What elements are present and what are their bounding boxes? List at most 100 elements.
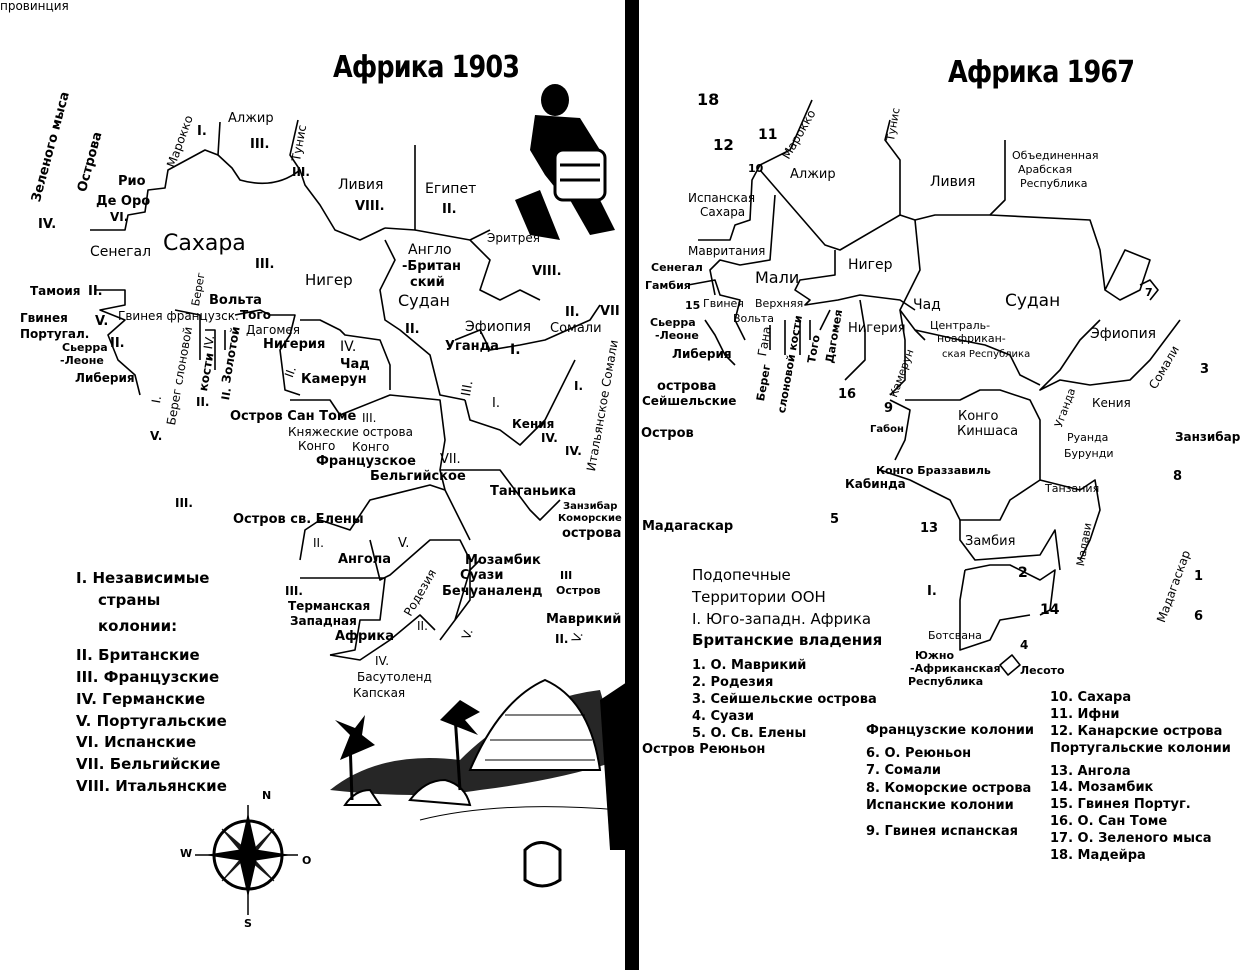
map-label: ноафрикан- bbox=[937, 332, 1006, 345]
map-label: I. bbox=[510, 342, 521, 358]
map-label: Капская bbox=[353, 686, 406, 700]
border-eth bbox=[454, 304, 601, 351]
map-label: Киншаса bbox=[957, 424, 1019, 439]
map-label: V. bbox=[95, 314, 109, 329]
map-label: Занзибар bbox=[563, 501, 618, 512]
map-label: Руанда bbox=[1067, 431, 1109, 444]
map-label: Испанская bbox=[688, 191, 756, 205]
map-label: 2 bbox=[1018, 565, 1028, 581]
map-label: 6 bbox=[1194, 609, 1204, 624]
map-label: Сенегал bbox=[90, 244, 152, 260]
un-title-2: Территории ООН bbox=[692, 587, 826, 606]
map-label: I. bbox=[197, 124, 207, 139]
map-label: IV. bbox=[565, 444, 582, 458]
border-sw-africa bbox=[300, 577, 386, 656]
french-item: 6. О. Реюньон bbox=[866, 745, 972, 761]
spanish-portuguese-legend: 10. Сахара 11. Ифни 12. Канарские остров… bbox=[1050, 690, 1231, 865]
map-label: острова bbox=[562, 526, 622, 541]
map-label: -Леоне bbox=[60, 354, 104, 367]
map-label: острова bbox=[657, 379, 717, 394]
legend-item: V. Португальские bbox=[76, 711, 227, 730]
map-label: Сомали bbox=[550, 321, 602, 336]
map-label: Арабская bbox=[1018, 163, 1073, 176]
left-map-title: Африка 1903 bbox=[333, 50, 520, 85]
british-title: Британские владения bbox=[692, 631, 883, 650]
legend-item: VII. Бельгийские bbox=[76, 755, 221, 773]
map-label: Западная bbox=[290, 614, 357, 628]
map-label: провинция bbox=[0, 0, 69, 13]
map-label: Остров св. Елены bbox=[233, 512, 364, 527]
map-label: Танганьика bbox=[490, 484, 577, 499]
map-label: Коморские bbox=[558, 513, 622, 524]
map-label: III. bbox=[250, 137, 270, 152]
map-label: Судан bbox=[1005, 291, 1061, 311]
legend-item: III. Французские bbox=[76, 668, 220, 686]
map-label: VII bbox=[600, 304, 620, 319]
map-label: Камерун bbox=[301, 372, 367, 387]
border-r-cameroon bbox=[889, 309, 906, 396]
map-label: Ливия bbox=[930, 174, 976, 190]
map-label: II. bbox=[417, 619, 428, 633]
map-label: Мавритания bbox=[688, 244, 766, 258]
legend-item: VI. Испанские bbox=[76, 733, 197, 752]
border-rhodesia bbox=[369, 539, 471, 641]
border-kenya bbox=[464, 359, 576, 446]
border-egypt-sudan bbox=[414, 229, 491, 241]
village-illustration bbox=[330, 678, 630, 888]
compass-s: S bbox=[244, 917, 252, 930]
map-label: III. bbox=[459, 379, 477, 398]
border-tanganyika bbox=[440, 469, 561, 521]
map-label: Сьерра bbox=[62, 341, 108, 354]
map-label: III. bbox=[255, 257, 275, 272]
map-label: Мадагаскар bbox=[642, 519, 734, 534]
map-label: -Британ bbox=[402, 259, 462, 274]
map-label: 18 bbox=[697, 90, 720, 109]
map-label: Эритрея bbox=[487, 231, 541, 245]
british-item: 4. Суази bbox=[692, 708, 754, 724]
border-r-sudan bbox=[989, 214, 1151, 301]
map-label: Эфиопия bbox=[1090, 326, 1157, 342]
french-spanish-legend: Французские колонии 6. О. Реюньон 7. Сом… bbox=[866, 722, 1034, 840]
map-label: Конго Браззавиль bbox=[876, 464, 991, 477]
map-label: 9 bbox=[884, 401, 894, 416]
un-item: I. Юго-западн. Африка bbox=[692, 609, 872, 628]
portuguese-item: 17. О. Зеленого мыса bbox=[1050, 831, 1212, 847]
map-label: Ливия bbox=[338, 177, 384, 193]
portuguese-title: Португальские колонии bbox=[1050, 740, 1231, 756]
map-label: Уганда bbox=[445, 339, 499, 354]
map-label: 15 bbox=[685, 299, 701, 312]
map-label: Сьерра bbox=[650, 316, 696, 329]
right-map-title: Африка 1967 bbox=[948, 55, 1135, 90]
map-label: Остров Реюньон bbox=[642, 742, 766, 757]
map-label: I. bbox=[574, 379, 584, 393]
border-west-africa bbox=[95, 289, 141, 396]
map-label: Верхняя bbox=[755, 297, 804, 310]
legend-item: IV. Германские bbox=[76, 689, 206, 708]
legend-colonies: колонии: bbox=[98, 616, 178, 635]
map-label: III. bbox=[285, 584, 303, 598]
map-label: Централь- bbox=[930, 319, 991, 332]
border-chad bbox=[300, 319, 391, 390]
map-label: Бельгийское bbox=[370, 469, 466, 484]
compass-n: N bbox=[262, 789, 272, 802]
map-label: I. bbox=[927, 584, 937, 599]
french-item: 7. Сомали bbox=[866, 763, 942, 779]
portuguese-item: 16. О. Сан Томе bbox=[1050, 814, 1168, 830]
spanish-title: Испанские колонии bbox=[866, 798, 1014, 814]
map-label: Португал. bbox=[20, 327, 90, 341]
map-label: III. bbox=[292, 165, 310, 179]
legend-item: VIII. Итальянские bbox=[76, 776, 227, 795]
map-label: Остров bbox=[641, 426, 694, 441]
map-label: Чад bbox=[913, 297, 941, 313]
drummer-illustration bbox=[515, 84, 615, 240]
map-label: Судан bbox=[398, 291, 450, 310]
map-label: Габон bbox=[870, 424, 904, 435]
map-label: Сахара bbox=[163, 231, 246, 256]
map-label: V. bbox=[398, 536, 410, 551]
map-label: 8 bbox=[1173, 469, 1183, 484]
map-label: VI. bbox=[110, 210, 129, 224]
border-r-west bbox=[687, 279, 746, 366]
map-label: Мали bbox=[755, 268, 800, 287]
map-label: Гвинея bbox=[703, 297, 744, 310]
map-label: -Леоне bbox=[655, 329, 699, 342]
